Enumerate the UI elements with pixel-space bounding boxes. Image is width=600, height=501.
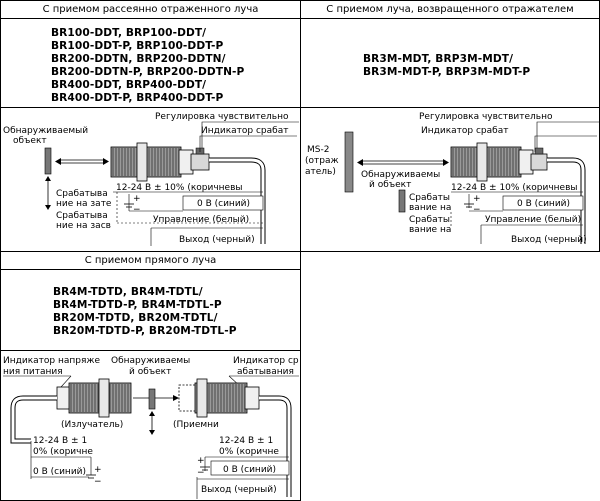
label-light-on-1: Срабаты <box>409 215 450 225</box>
emitter-body <box>56 378 132 418</box>
label-minus-r: − <box>197 468 205 478</box>
model-line: BR20M-TDTD, BR20M-TDTL/ <box>53 312 218 324</box>
detected-object <box>148 388 156 410</box>
label-zero-v: 0 В (синий) <box>517 199 570 209</box>
label-output: Выход (черный) <box>179 235 255 245</box>
panel-through-beam: С приемом прямого луча BR4M-TDTD, BR4M-T… <box>0 251 301 501</box>
box-zero-r <box>210 460 290 476</box>
label-light-on-2: ние на засв <box>56 221 111 231</box>
model-line: BR3M-MDT-P, BRP3M-MDT-P <box>363 66 531 78</box>
sensor-body <box>450 142 548 182</box>
model-line: BR20M-TDTD-P, BR20M-TDTL-P <box>53 325 237 337</box>
label-reflector-3: атель) <box>305 167 336 177</box>
label-object-2: объект <box>13 136 47 146</box>
label-supply: 12-24 В ± 10% (коричневы <box>116 183 242 193</box>
label-object-2: й объект <box>129 367 171 377</box>
label-supply-r-2: 0% (коричне <box>219 447 279 457</box>
label-power-ind-1: Индикатор напряже <box>3 356 100 366</box>
label-sensitivity: Регулировка чувствительно <box>155 112 289 122</box>
box-zero-v <box>182 195 264 211</box>
panel-title: С приемом рассеянно отраженного луча <box>1 1 300 19</box>
label-object-1: Обнаруживаемы <box>111 356 190 366</box>
label-light-on-1: Срабатыва <box>56 211 108 221</box>
label-reflector-2: (отраж <box>305 156 339 166</box>
label-minus-l: − <box>94 477 102 487</box>
label-object-2: й объект <box>369 180 411 190</box>
model-list: BR4M-TDTD, BR4M-TDTL/ BR4M-TDTD-P, BR4M-… <box>1 270 300 351</box>
label-object-1: Обнаруживаемый <box>3 126 88 136</box>
diagram-svg: Индикатор напряже ния питания Обнаружива… <box>3 356 299 499</box>
model-list: BR100-DDT, BRP100-DDT/ BR100-DDT-P, BRP1… <box>1 19 300 108</box>
model-line: BR4M-TDTD-P, BR4M-TDTL-P <box>53 299 222 311</box>
label-minus: − <box>133 205 141 215</box>
reflector <box>344 131 354 193</box>
label-plus-l: + <box>94 465 102 475</box>
label-plus: + <box>133 194 141 204</box>
diagram-svg: MS-2 (отраж атель) Обнаруживаемы й объек… <box>305 112 599 245</box>
label-dark-on-2: вание на <box>409 203 451 213</box>
label-zero-r: 0 В (синий) <box>223 465 276 475</box>
model-line: BR400-DDT-P, BRP400-DDT-P <box>51 92 224 104</box>
label-op-ind-2: абатывания <box>237 367 294 377</box>
detected-object <box>398 189 406 213</box>
label-zero-v: 0 В (синий) <box>197 199 250 209</box>
label-power-ind-2: ния питания <box>3 367 63 377</box>
label-zero-l: 0 В (синий) <box>33 467 86 477</box>
panel-title: С приемом луча, возвращенного отражателе… <box>301 1 599 19</box>
model-line: BR100-DDT, BRP100-DDT/ <box>51 27 207 39</box>
label-supply-r-1: 12-24 В ± 1 <box>219 436 273 446</box>
label-control: Управление (белый) <box>153 215 249 225</box>
diagram-svg: Обнаруживаемый объект Срабатыва ние на з… <box>3 112 299 246</box>
label-dark-on-2: ние на зате <box>56 199 112 209</box>
model-line: BR200-DDTN, BRP200-DDTN/ <box>51 53 226 65</box>
wiring-diagram: MS-2 (отраж атель) Обнаруживаемы й объек… <box>301 108 599 251</box>
box-zero-v <box>502 195 584 211</box>
label-output: Выход (черный) <box>511 235 587 245</box>
label-plus-r: + <box>197 456 205 466</box>
wiring-diagram: Обнаруживаемый объект Срабатыва ние на з… <box>1 108 300 251</box>
label-light-on-2: вание на <box>409 225 451 235</box>
panel-diffuse-reflection: С приемом рассеянно отраженного луча BR1… <box>0 0 301 252</box>
model-line: BR400-DDT, BRP400-DDT/ <box>51 79 207 91</box>
wiring-diagram: Индикатор напряже ния питания Обнаружива… <box>1 351 300 500</box>
label-object-1: Обнаруживаемы <box>361 170 440 180</box>
model-list: BR3M-MDT, BRP3M-MDT/ BR3M-MDT-P, BRP3M-M… <box>301 19 599 108</box>
label-minus: − <box>473 205 481 215</box>
label-dark-on-1: Срабаты <box>409 193 450 203</box>
label-supply-l-1: 12-24 В ± 1 <box>33 436 87 446</box>
model-line: BR100-DDT-P, BRP100-DDT-P <box>51 40 224 52</box>
sensor-body <box>110 142 210 182</box>
model-line: BR200-DDTN-P, BRP200-DDTN-P <box>51 66 245 78</box>
label-indicator: Индикатор срабат <box>201 126 288 136</box>
model-line: BR3M-MDT, BRP3M-MDT/ <box>363 53 514 65</box>
model-line: BR4M-TDTD, BR4M-TDTL/ <box>53 286 203 298</box>
label-receiver: (Приемни <box>173 420 219 430</box>
panel-title: С приемом прямого луча <box>1 252 300 270</box>
label-supply-l-2: 0% (коричне <box>33 447 93 457</box>
label-indicator: Индикатор срабат <box>421 126 508 136</box>
label-dark-on-1: Срабатыва <box>56 189 108 199</box>
label-emitter: (Излучатель) <box>61 420 123 430</box>
panel-retroreflective: С приемом луча, возвращенного отражателе… <box>300 0 600 252</box>
label-output: Выход (черный) <box>201 485 277 495</box>
receiver-body <box>178 378 260 418</box>
emitter-cable <box>10 395 57 444</box>
label-sensitivity: Регулировка чувствительно <box>419 112 553 122</box>
label-supply: 12-24 В ± 10% (коричневы <box>451 183 577 193</box>
label-op-ind-1: Индикатор ср <box>233 356 299 366</box>
detected-object <box>44 147 52 175</box>
label-plus: + <box>473 194 481 204</box>
label-control: Управление (белый) <box>485 215 581 225</box>
label-reflector-1: MS-2 <box>307 145 329 155</box>
